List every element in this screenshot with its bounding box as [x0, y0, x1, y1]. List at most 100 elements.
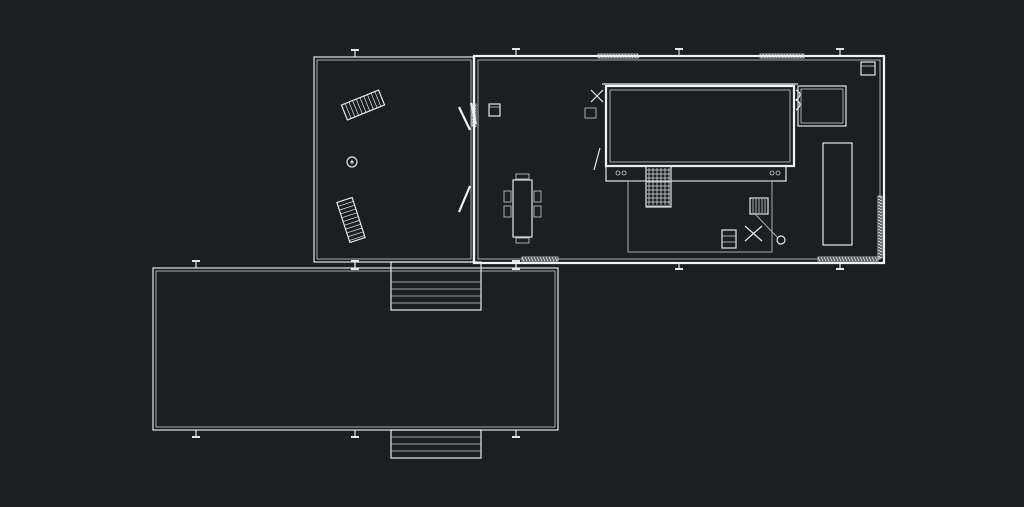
window-hatch — [877, 198, 883, 202]
window-hatch — [762, 53, 766, 59]
window-hatch — [877, 210, 883, 214]
window-hatch — [597, 53, 601, 59]
window-hatch — [471, 109, 477, 113]
window-hatch — [600, 53, 604, 59]
window-hatch — [877, 243, 883, 247]
column-footing — [675, 268, 683, 270]
window-hatch — [795, 53, 799, 59]
window-hatch — [877, 249, 883, 253]
slat-line — [363, 95, 371, 112]
window-hatch — [783, 53, 787, 59]
window-hatch — [798, 53, 802, 59]
window-hatch — [777, 53, 781, 59]
armchair — [488, 103, 501, 117]
window-hatch — [789, 53, 793, 59]
window-hatch — [877, 201, 883, 205]
window-hatch — [862, 256, 866, 262]
upper-deck — [313, 56, 478, 263]
window-hatch — [877, 240, 883, 244]
window-hatch — [844, 256, 848, 262]
window-hatch — [838, 256, 842, 262]
window-hatch — [835, 256, 839, 262]
slat-line — [370, 92, 378, 109]
window-hatch — [826, 256, 830, 262]
kitchen-area — [627, 180, 786, 253]
window — [877, 195, 883, 259]
kitchen-island — [645, 165, 672, 208]
slat-line — [347, 231, 364, 238]
slat-line — [374, 91, 382, 107]
main-steps — [390, 261, 482, 311]
lounge-chair-bottom — [336, 196, 366, 244]
storage-cabinet — [822, 142, 853, 246]
column-footing — [351, 268, 359, 270]
window-hatch — [524, 256, 528, 262]
slat-line — [342, 216, 359, 222]
window-hatch — [627, 53, 631, 59]
window-hatch — [859, 256, 863, 262]
window-hatch — [615, 53, 619, 59]
window-hatch — [829, 256, 833, 262]
window-hatch — [636, 53, 640, 59]
column-footing — [512, 48, 520, 50]
window-hatch — [624, 53, 628, 59]
window-hatch — [877, 195, 883, 199]
window-hatch — [786, 53, 790, 59]
column-footing — [512, 268, 520, 270]
window-hatch — [548, 256, 552, 262]
column-footing — [351, 49, 359, 51]
window-hatch — [780, 53, 784, 59]
window-hatch — [471, 121, 477, 125]
window-hatch — [817, 256, 821, 262]
window-hatch — [877, 222, 883, 226]
column-footing — [512, 436, 520, 438]
slat-line — [338, 201, 354, 207]
window-hatch — [877, 255, 883, 259]
column-footing — [192, 260, 200, 262]
window-hatch — [877, 213, 883, 217]
window-hatch — [471, 124, 477, 128]
slat-line — [344, 103, 352, 119]
window-hatch — [847, 256, 851, 262]
slat-line — [339, 204, 355, 211]
slat-line — [340, 208, 356, 215]
stool — [584, 89, 604, 171]
window-hatch — [856, 256, 860, 262]
window-hatch — [771, 53, 775, 59]
column-footing — [351, 436, 359, 438]
window-hatch — [877, 252, 883, 256]
window-hatch — [471, 115, 477, 119]
window-openings — [471, 53, 883, 262]
window-hatch — [471, 118, 477, 122]
window-hatch — [877, 204, 883, 208]
kitchen-counter — [605, 165, 787, 182]
window-hatch — [551, 256, 555, 262]
window-hatch — [841, 256, 845, 262]
window-hatch — [820, 256, 824, 262]
slat-line — [345, 223, 361, 230]
window-hatch — [853, 256, 857, 262]
window-hatch — [630, 53, 634, 59]
window-hatch — [792, 53, 796, 59]
window-hatch — [768, 53, 772, 59]
sofa — [794, 85, 847, 127]
window-hatch — [877, 234, 883, 238]
lounge-chair-top — [340, 89, 386, 121]
slat-line — [348, 101, 356, 118]
window-hatch — [850, 256, 854, 262]
slat-line — [352, 100, 359, 116]
column-footing — [836, 268, 844, 270]
window-hatch — [554, 256, 558, 262]
column-footing — [351, 260, 359, 262]
window-hatch — [527, 256, 531, 262]
window-hatch — [765, 53, 769, 59]
column-footing — [675, 48, 683, 50]
window-hatch — [609, 53, 613, 59]
slat-line — [359, 97, 367, 113]
window-hatch — [545, 256, 549, 262]
window — [759, 53, 805, 59]
window-hatch — [801, 53, 805, 59]
window-hatch — [471, 112, 477, 116]
window-hatch — [871, 256, 875, 262]
